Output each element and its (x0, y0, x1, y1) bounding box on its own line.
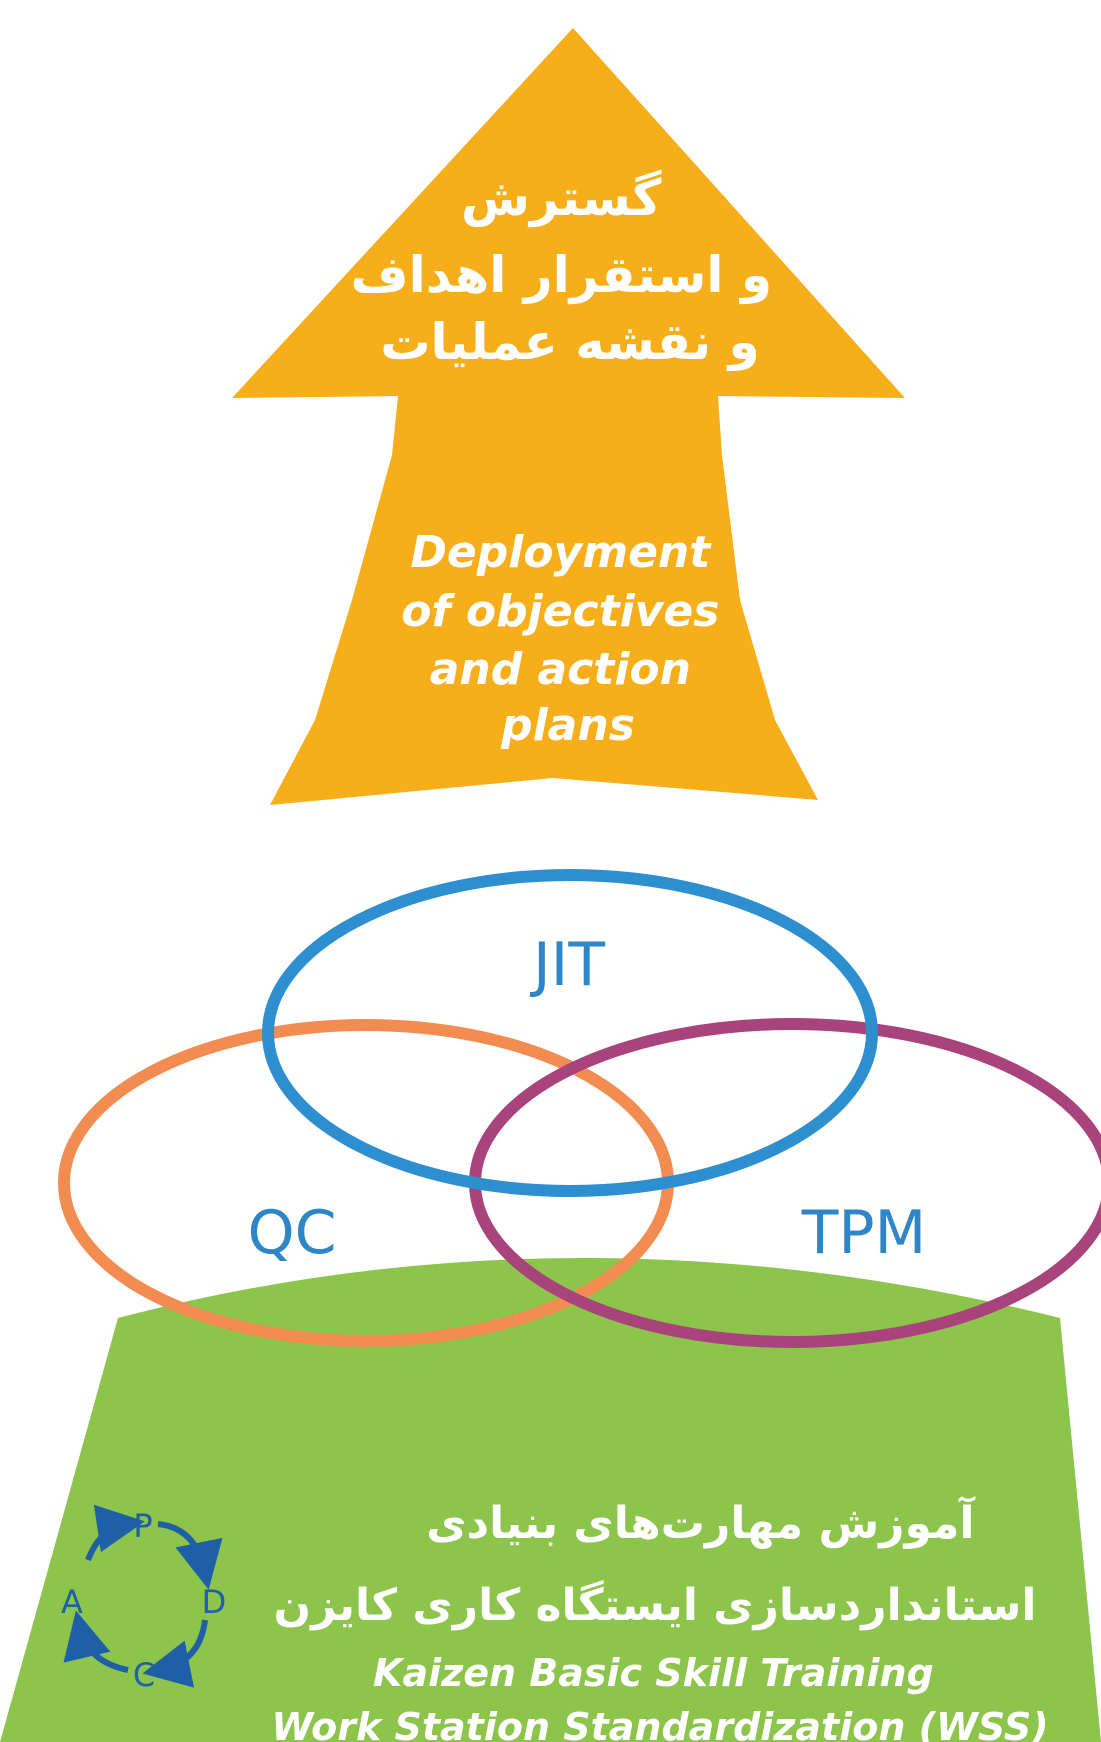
pdca-arrow (85, 1504, 145, 1562)
pdca-arrow (142, 1619, 208, 1688)
arrow-en-line: and action (430, 644, 691, 695)
arrow-text-en: Deployment of objectives and action plan… (401, 527, 735, 751)
pdca-letter-p: P (133, 1507, 152, 1545)
pdca-letter-c: C (133, 1656, 155, 1694)
arrow-fa-line: و استقرار اهداف (351, 246, 773, 305)
pdca-arrow (63, 1610, 129, 1673)
arrow-text-fa: گسترش و استقرار اهداف و نقشه عملیات (351, 169, 790, 372)
jit-circle (262, 869, 878, 1197)
pdca-letter-a: A (61, 1583, 83, 1621)
tpm-label: TPM (801, 1198, 927, 1268)
pdca-cycle-icon: P D C A (61, 1504, 227, 1694)
qc-label: QC (247, 1198, 336, 1268)
arrow-en-line: plans (500, 700, 635, 751)
jit-label: JIT (529, 930, 605, 1000)
foundation-base (0, 1258, 1101, 1742)
base-text-fa: آموزش مهارت‌های بنیادی استانداردسازی ایس… (274, 1495, 1037, 1631)
arrow-en-line: of objectives (401, 586, 719, 637)
pdca-letter-d: D (202, 1583, 227, 1621)
base-fa-line: استانداردسازی ایستگاه کاری کایزن (274, 1579, 1037, 1631)
base-text-en: Kaizen Basic Skill Training Work Station… (271, 1651, 1048, 1742)
arrow-fa-line: و نقشه عملیات (380, 313, 759, 372)
base-fa-line: آموزش مهارت‌های بنیادی (426, 1495, 975, 1549)
base-en-line: Work Station Standardization (WSS) (271, 1705, 1048, 1742)
base-en-line: Kaizen Basic Skill Training (373, 1651, 934, 1695)
arrow-fa-line: گسترش (461, 169, 662, 228)
arrow-en-line: Deployment (410, 527, 712, 578)
pdca-arrow (157, 1521, 223, 1590)
objectives-arrow (232, 28, 905, 805)
